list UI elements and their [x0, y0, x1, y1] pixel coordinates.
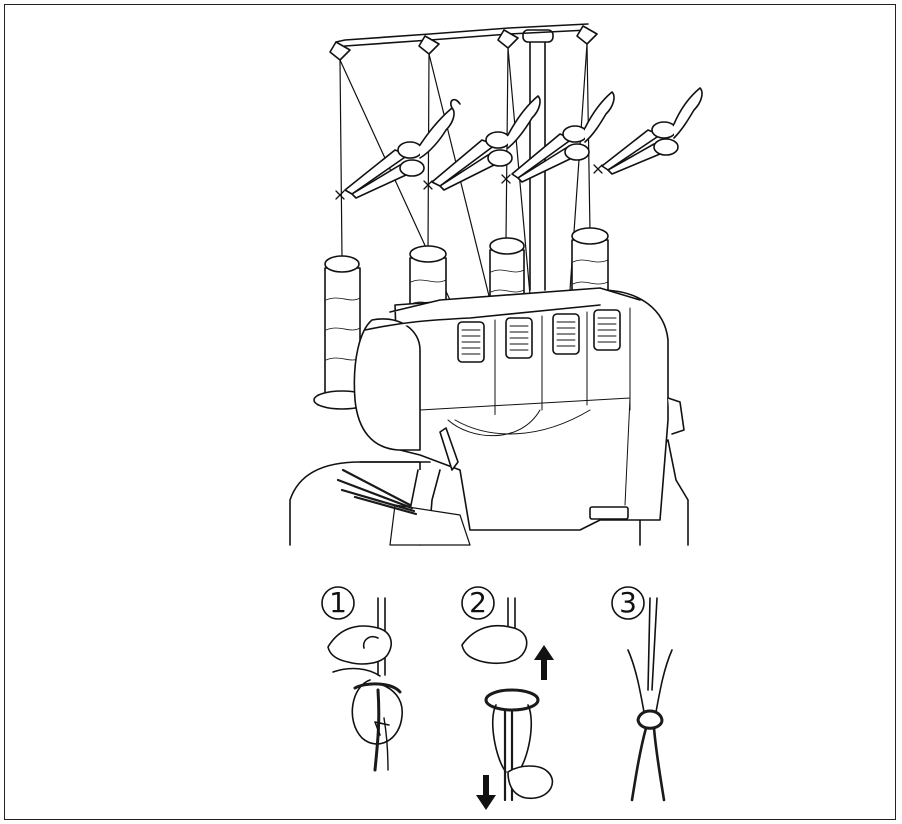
scissors-4 [602, 88, 702, 174]
step-3-label: 3 [609, 584, 647, 622]
step-2-label: 2 [459, 584, 497, 622]
step-3-knot [628, 598, 672, 800]
step-1-knot [328, 598, 402, 770]
step-1-label: 1 [319, 584, 357, 622]
step-2-knot [462, 598, 554, 810]
